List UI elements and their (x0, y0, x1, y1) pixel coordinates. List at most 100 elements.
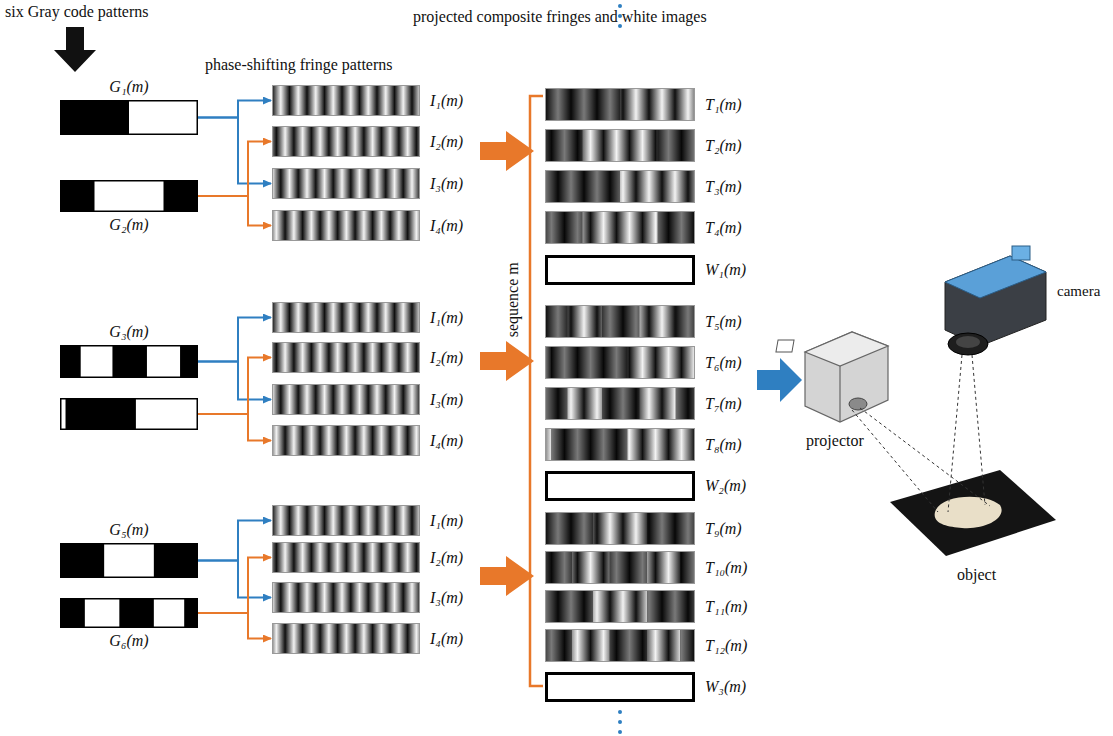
pattern-image (272, 384, 420, 415)
pattern-image (272, 302, 420, 333)
pattern-image (60, 100, 198, 135)
group-arrow (480, 556, 534, 596)
pattern-label: I₃(m) (430, 175, 463, 193)
pattern-label: I₄(m) (430, 217, 463, 235)
branch-arrow (198, 414, 271, 441)
down-arrow (54, 27, 96, 72)
pattern-image (272, 425, 420, 456)
pattern-image (545, 471, 695, 501)
pattern-image (60, 543, 198, 578)
pattern-label: G₁(m) (109, 78, 148, 96)
group-arrow (480, 341, 534, 381)
pattern-image (272, 342, 420, 373)
group-arrow (480, 131, 534, 171)
pattern-label: T₁₁(m) (705, 598, 747, 616)
pattern-label: T₂(m) (705, 137, 742, 155)
pattern-label: I₄(m) (430, 432, 463, 450)
pattern-image (545, 590, 695, 623)
pattern-label: I₄(m) (430, 630, 463, 648)
fringe-pattern: I₁(m) (272, 505, 420, 536)
composite-fringe: T₆(m) (545, 346, 695, 379)
composite-fringe: T₂(m) (545, 129, 695, 162)
pattern-label: G₆(m) (109, 632, 148, 650)
branch-arrow (198, 613, 271, 639)
pattern-image (272, 210, 420, 241)
pattern-label: I₃(m) (430, 391, 463, 409)
gray-code-pattern: G₆(m) (60, 598, 198, 628)
section-title: phase-shifting fringe patterns (205, 56, 393, 74)
pattern-label: W₂(m) (705, 477, 746, 495)
fringe-pattern: I₂(m) (272, 126, 420, 157)
pattern-label: I₂(m) (430, 349, 463, 367)
composite-fringe: T₉(m) (545, 512, 695, 545)
composite-fringe: T₁₂(m) (545, 629, 695, 662)
gray-code-pattern: G₃(m) (60, 345, 198, 378)
gray-code-pattern: G₅(m) (60, 543, 198, 578)
pattern-image (545, 129, 695, 162)
pattern-label: T₆(m) (705, 354, 742, 372)
branch-arrow (198, 101, 271, 118)
gray-code-pattern: G₁(m) (60, 100, 198, 135)
pattern-label: I₁(m) (430, 512, 463, 530)
pattern-image (272, 623, 420, 654)
pattern-label: W₁(m) (705, 261, 746, 279)
fringe-pattern: I₃(m) (272, 582, 420, 613)
device-label: object (957, 566, 996, 584)
branch-arrow (198, 196, 271, 226)
white-image: W₁(m) (545, 255, 695, 285)
branch-arrow (198, 521, 271, 561)
fringe-pattern: I₃(m) (272, 168, 420, 199)
composite-fringe: T₇(m) (545, 387, 695, 420)
pattern-image (545, 255, 695, 285)
pattern-label: T₇(m) (705, 395, 742, 413)
pattern-label: I₂(m) (430, 133, 463, 151)
gray-code-pattern (60, 398, 198, 430)
composite-fringe: T₁₀(m) (545, 551, 695, 584)
pattern-label: I₁(m) (430, 92, 463, 110)
pattern-image (545, 170, 695, 203)
fringe-pattern: I₁(m) (272, 302, 420, 333)
pattern-label: T₁(m) (705, 96, 742, 114)
fringe-pattern: I₃(m) (272, 384, 420, 415)
composite-fringe: T₁(m) (545, 88, 695, 121)
white-image: W₂(m) (545, 471, 695, 501)
device-label: camera (1057, 283, 1100, 300)
pattern-label: G₃(m) (109, 323, 148, 341)
pattern-image (272, 126, 420, 157)
pattern-label: T₉(m) (705, 520, 742, 538)
pattern-image (60, 180, 198, 212)
pattern-image (60, 398, 198, 430)
pattern-image (545, 387, 695, 420)
pattern-label: I₁(m) (430, 309, 463, 327)
pattern-image (545, 512, 695, 545)
pattern-label: T₅(m) (705, 313, 742, 331)
composite-fringe: T₅(m) (545, 305, 695, 338)
pattern-image (545, 211, 695, 244)
composite-fringe: T₈(m) (545, 428, 695, 461)
pattern-label: G₅(m) (109, 521, 148, 539)
branch-arrow (198, 558, 271, 614)
object-plate (890, 470, 1056, 556)
fringe-pattern: I₂(m) (272, 342, 420, 373)
fringe-pattern: I₄(m) (272, 623, 420, 654)
fringe-pattern: I₄(m) (272, 210, 420, 241)
composite-fringe: T₄(m) (545, 211, 695, 244)
pattern-image (545, 551, 695, 584)
gray-code-pattern: G₂(m) (60, 180, 198, 212)
white-image: W₃(m) (545, 672, 695, 702)
branch-arrow (198, 362, 271, 400)
branch-arrow (198, 358, 271, 415)
pattern-image (272, 542, 420, 573)
pattern-image (545, 672, 695, 702)
pattern-image (272, 85, 420, 116)
pattern-label: T₈(m) (705, 436, 742, 454)
pattern-image (545, 629, 695, 662)
pattern-label: T₁₂(m) (705, 637, 747, 655)
branch-arrow (198, 118, 271, 184)
pattern-image (545, 305, 695, 338)
fringe-pattern: I₂(m) (272, 542, 420, 573)
projector-symbol (776, 332, 888, 422)
projection-arrow (757, 358, 802, 402)
pattern-image (60, 598, 198, 628)
